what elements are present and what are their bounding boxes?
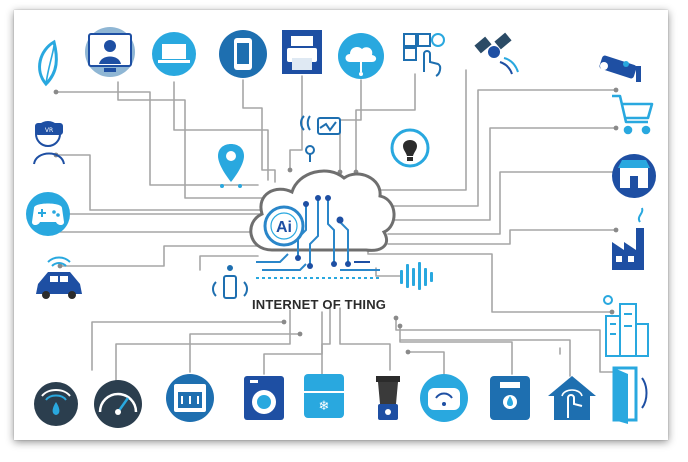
cloud-upload-icon: [338, 33, 384, 79]
security-camera-icon: [599, 55, 641, 82]
laptop-icon: [152, 32, 196, 76]
phone-signal-icon: [212, 265, 248, 299]
location-pin-icon: [218, 144, 244, 188]
vr-headset-user-icon: VR: [33, 121, 65, 165]
svg-text:❄: ❄: [319, 399, 330, 414]
shopping-cart-icon: [612, 94, 654, 135]
connector-lines: [55, 69, 621, 389]
diagram-title: INTERNET OF THING: [252, 297, 387, 312]
smart-home-touch-icon: [548, 376, 596, 420]
water-drop-signal-icon: [34, 382, 78, 426]
water-heater-icon: [490, 376, 530, 420]
leaf-icon: [38, 39, 58, 87]
refrigerator-icon: ❄: [304, 374, 344, 418]
smart-city-icon: [603, 295, 649, 357]
lightbulb-icon: [390, 128, 430, 168]
printer-icon: [282, 30, 322, 74]
sensor-monitor-icon: [300, 115, 341, 162]
factory-icon: [612, 207, 644, 270]
connected-car-icon: [36, 256, 82, 299]
telemedicine-doctor-icon: [85, 27, 135, 77]
ai-badge: Ai: [263, 205, 305, 247]
sound-wave-icon: [400, 262, 433, 290]
store-icon: [612, 154, 656, 198]
touch-screen-app-icon: [403, 33, 445, 77]
oven-icon: [166, 374, 214, 422]
blender-icon: [376, 376, 400, 420]
ai-badge-label: Ai: [276, 219, 292, 236]
svg-text:VR: VR: [45, 127, 53, 134]
washing-machine-icon: [244, 376, 284, 420]
smart-door-icon: [612, 366, 648, 424]
wifi-cooker-icon: [420, 374, 468, 422]
speedometer-icon: [94, 380, 142, 428]
gamepad-icon: [26, 192, 70, 236]
smartphone-icon: [219, 30, 267, 78]
satellite-icon: [474, 32, 519, 75]
